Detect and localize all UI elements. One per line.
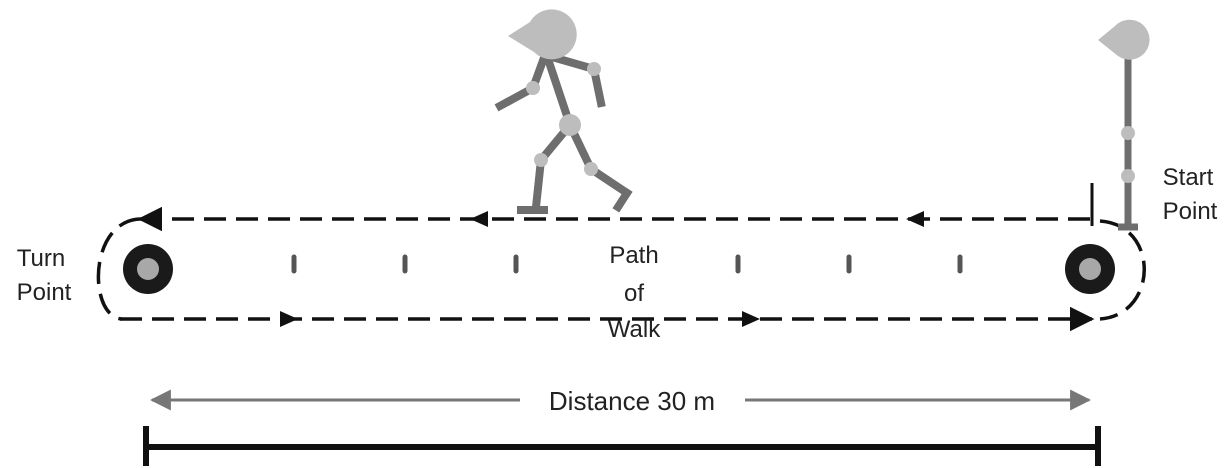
start-point-label-line2: Point (1163, 198, 1218, 225)
turn-point-label-line1: Turn (17, 245, 65, 272)
path-left-curve (96, 217, 141, 321)
start-point-label-line1: Start (1163, 164, 1214, 191)
distance-scale-bar (143, 426, 1101, 466)
walking-figure-head (508, 9, 577, 60)
turn-point-label-line2: Point (17, 279, 72, 306)
course-markers (291, 254, 963, 274)
cone-marker-icon (123, 244, 173, 294)
standing-stick-figure-icon (1098, 19, 1150, 231)
walking-stick-figure-icon (494, 44, 633, 214)
standing-figure-head (1098, 19, 1150, 60)
arrow-right-bottom-2 (742, 311, 760, 327)
walk-path-loop (96, 206, 1146, 332)
walking-figure-joints (508, 9, 601, 176)
cone-marker-icon (1065, 244, 1115, 294)
arrow-right-bottom-1 (280, 311, 298, 327)
arrow-left-top-2 (906, 211, 924, 227)
start-cone-inner (1079, 258, 1101, 280)
turn-cone-inner (137, 258, 159, 280)
path-direction-arrows (280, 211, 924, 327)
path-of-walk-label-line3: Walk (608, 316, 661, 343)
path-of-walk-label-line1: Path (609, 242, 658, 269)
arrow-left-top-1 (470, 211, 488, 227)
distance-label: Distance 30 m (549, 386, 715, 416)
path-of-walk-label-line2: of (624, 280, 644, 307)
